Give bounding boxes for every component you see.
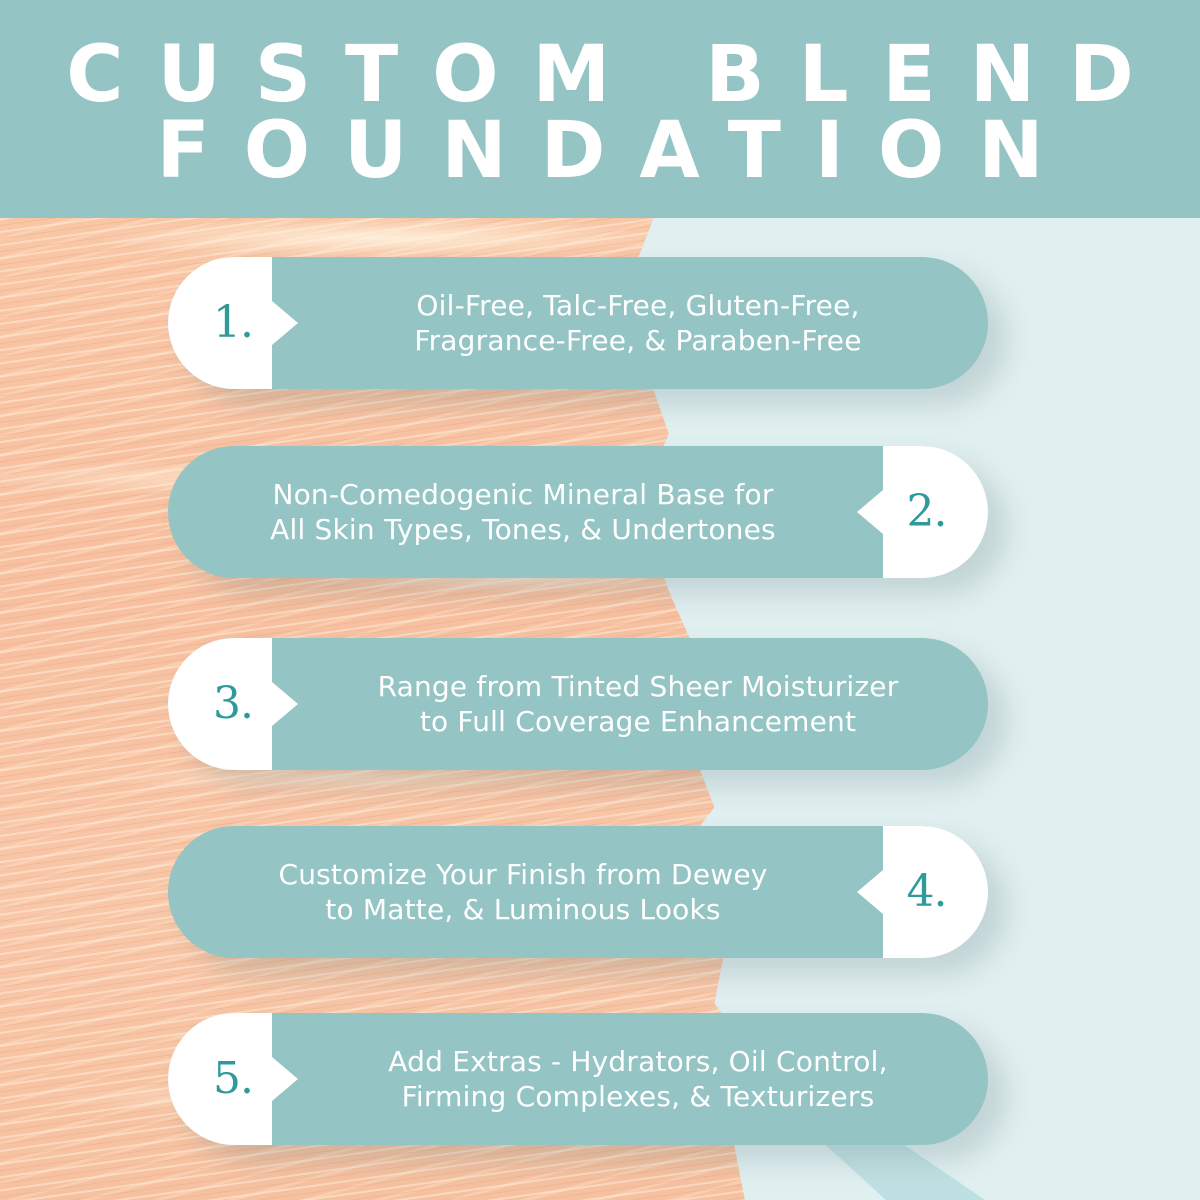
item-text-line-2: All Skin Types, Tones, & Undertones	[270, 513, 776, 546]
item-text: Oil-Free, Talc-Free, Gluten-Free, Fragra…	[298, 257, 978, 389]
number-cap: 3.	[168, 638, 272, 770]
feature-item-2: Non-Comedogenic Mineral Base for All Ski…	[168, 446, 988, 578]
item-text-line-1: Non-Comedogenic Mineral Base for	[272, 478, 774, 511]
item-text: Add Extras - Hydrators, Oil Control, Fir…	[298, 1013, 978, 1145]
item-text-line-1: Customize Your Finish from Dewey	[278, 858, 768, 891]
title-line-1: CUSTOM BLEND	[66, 30, 1168, 120]
arrow-left-icon	[857, 490, 883, 534]
feature-item-4: Customize Your Finish from Dewey to Matt…	[168, 826, 988, 958]
title-line-2: FOUNDATION	[156, 106, 1078, 196]
arrow-right-icon	[272, 682, 298, 726]
item-text-line-2: Firming Complexes, & Texturizers	[401, 1080, 875, 1113]
item-text-line-2: Fragrance-Free, & Paraben-Free	[414, 324, 862, 357]
number-cap: 5.	[168, 1013, 272, 1145]
item-text: Non-Comedogenic Mineral Base for All Ski…	[188, 446, 858, 578]
feature-item-1: 1. Oil-Free, Talc-Free, Gluten-Free, Fra…	[168, 257, 988, 389]
item-text: Range from Tinted Sheer Moisturizer to F…	[298, 638, 978, 770]
feature-item-5: 5. Add Extras - Hydrators, Oil Control, …	[168, 1013, 988, 1145]
arrow-right-icon	[272, 1057, 298, 1101]
item-number: 3.	[213, 678, 254, 729]
item-text-line-1: Add Extras - Hydrators, Oil Control,	[388, 1045, 888, 1078]
item-text-line-1: Range from Tinted Sheer Moisturizer	[377, 670, 899, 703]
decorative-stripe	[820, 1140, 985, 1200]
item-text: Customize Your Finish from Dewey to Matt…	[188, 826, 858, 958]
item-text-line-2: to Matte, & Luminous Looks	[325, 893, 721, 926]
item-number: 5.	[213, 1053, 254, 1104]
number-cap: 4.	[883, 826, 988, 958]
arrow-left-icon	[857, 870, 883, 914]
item-text-line-2: to Full Coverage Enhancement	[419, 705, 857, 738]
item-number: 1.	[213, 297, 254, 348]
item-number: 4.	[906, 866, 948, 917]
item-text-line-1: Oil-Free, Talc-Free, Gluten-Free,	[416, 289, 860, 322]
header-banner: CUSTOM BLEND FOUNDATION	[0, 0, 1200, 218]
arrow-right-icon	[272, 301, 298, 345]
number-cap: 1.	[168, 257, 272, 389]
feature-item-3: 3. Range from Tinted Sheer Moisturizer t…	[168, 638, 988, 770]
item-number: 2.	[906, 486, 948, 537]
number-cap: 2.	[883, 446, 988, 578]
